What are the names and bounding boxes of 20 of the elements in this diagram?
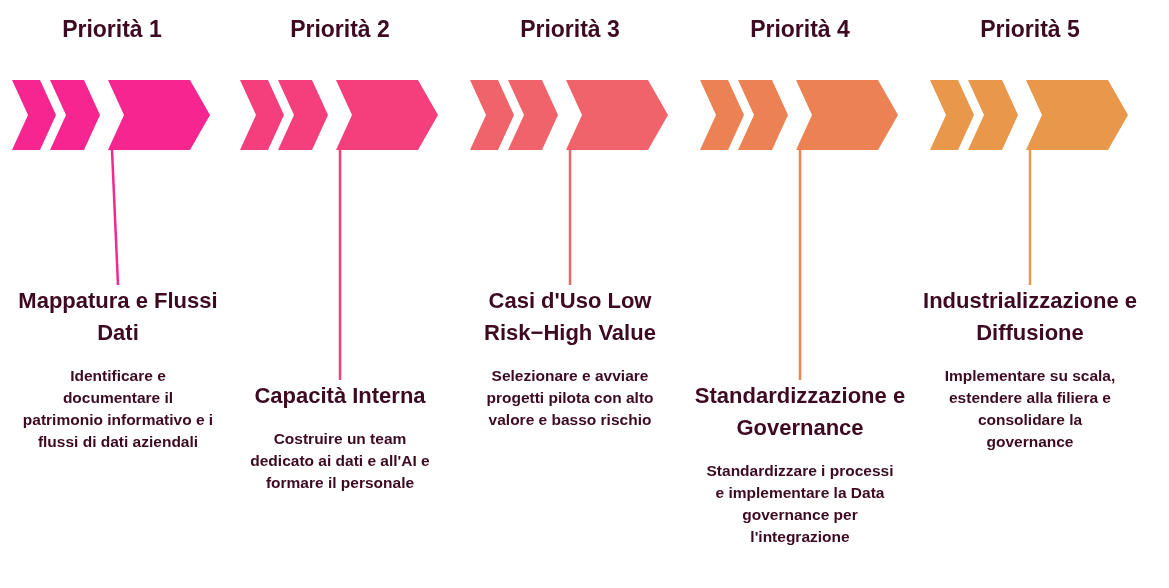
priority-heading: Priorità 3 bbox=[519, 15, 621, 44]
priority-heading: Priorità 2 bbox=[289, 15, 391, 44]
step-description: Standardizzare i processi e implementare la Data governance per l'integrazione bbox=[705, 461, 895, 547]
step-description: Implementare su scala, estendere alla filiera e consolidare la governance bbox=[943, 366, 1117, 452]
connector-line bbox=[1028, 150, 1032, 285]
step-title: Casi d'Uso Low Risk−High Value bbox=[483, 287, 657, 347]
step-title: Industrializzazione e Diffusione bbox=[922, 287, 1138, 347]
step-description: Identificare e documentare il patrimonio informativo e i flussi di dati aziendali bbox=[21, 366, 215, 452]
step-title: Standardizzazione e Governance bbox=[693, 382, 907, 442]
connector-line bbox=[568, 150, 572, 285]
step-description: Costruire un team dedicato ai dati e all'AI e formare il personale bbox=[249, 429, 431, 493]
connector-line bbox=[798, 150, 802, 380]
priority-heading: Priorità 5 bbox=[979, 15, 1081, 44]
priority-heading: Priorità 4 bbox=[749, 15, 851, 44]
step-title: Mappatura e Flussi Dati bbox=[17, 287, 219, 347]
connector-line bbox=[338, 150, 342, 380]
connector-line bbox=[110, 149, 120, 286]
priority-heading: Priorità 1 bbox=[61, 15, 163, 44]
step-description: Selezionare e avviare progetti pilota con alto valore e basso rischio bbox=[485, 366, 655, 430]
step-title: Capacità Interna bbox=[253, 382, 427, 410]
